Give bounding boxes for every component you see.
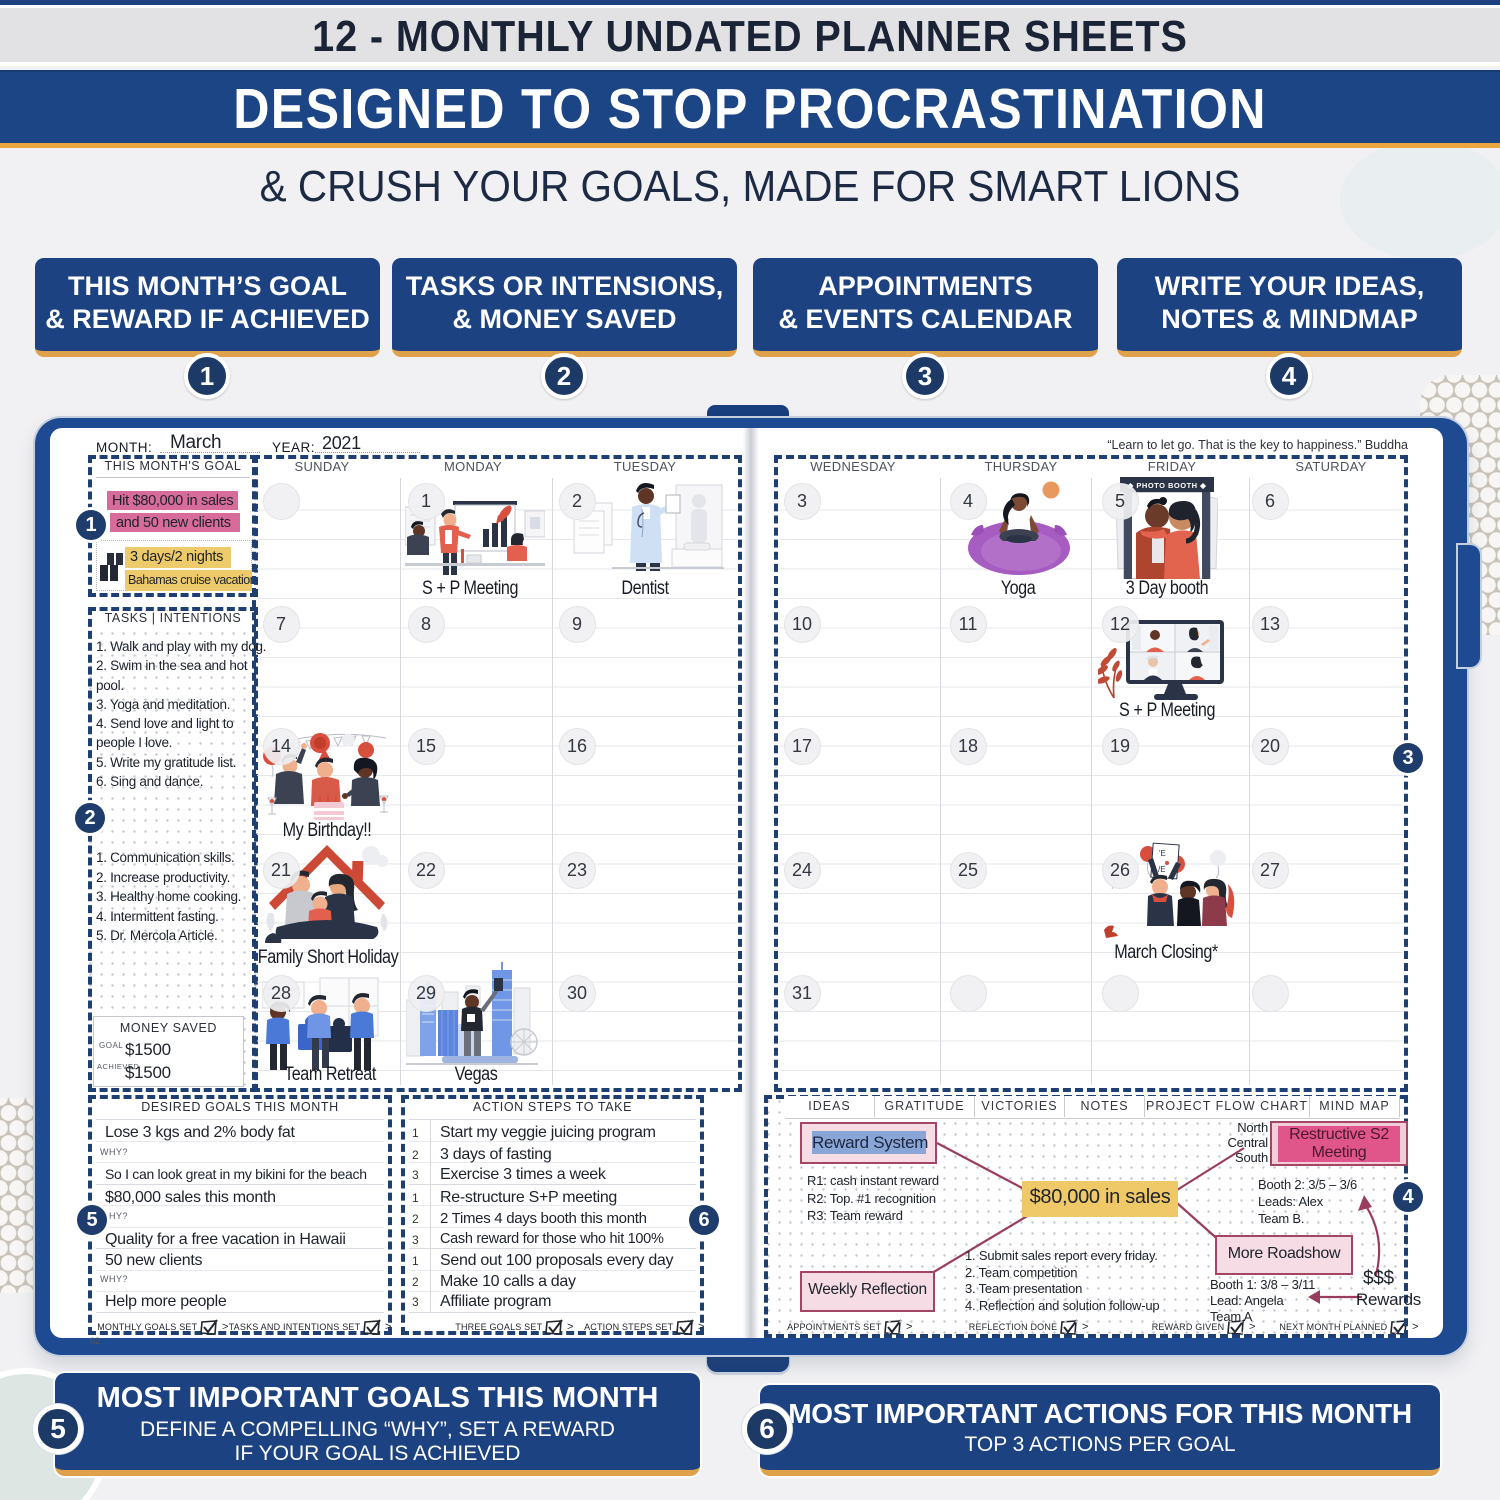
svg-text:/E: /E bbox=[1158, 865, 1166, 874]
svg-text:◆ PHOTO BOOTH ◆: ◆ PHOTO BOOTH ◆ bbox=[1127, 481, 1208, 490]
svg-text:'E: 'E bbox=[1159, 849, 1166, 858]
